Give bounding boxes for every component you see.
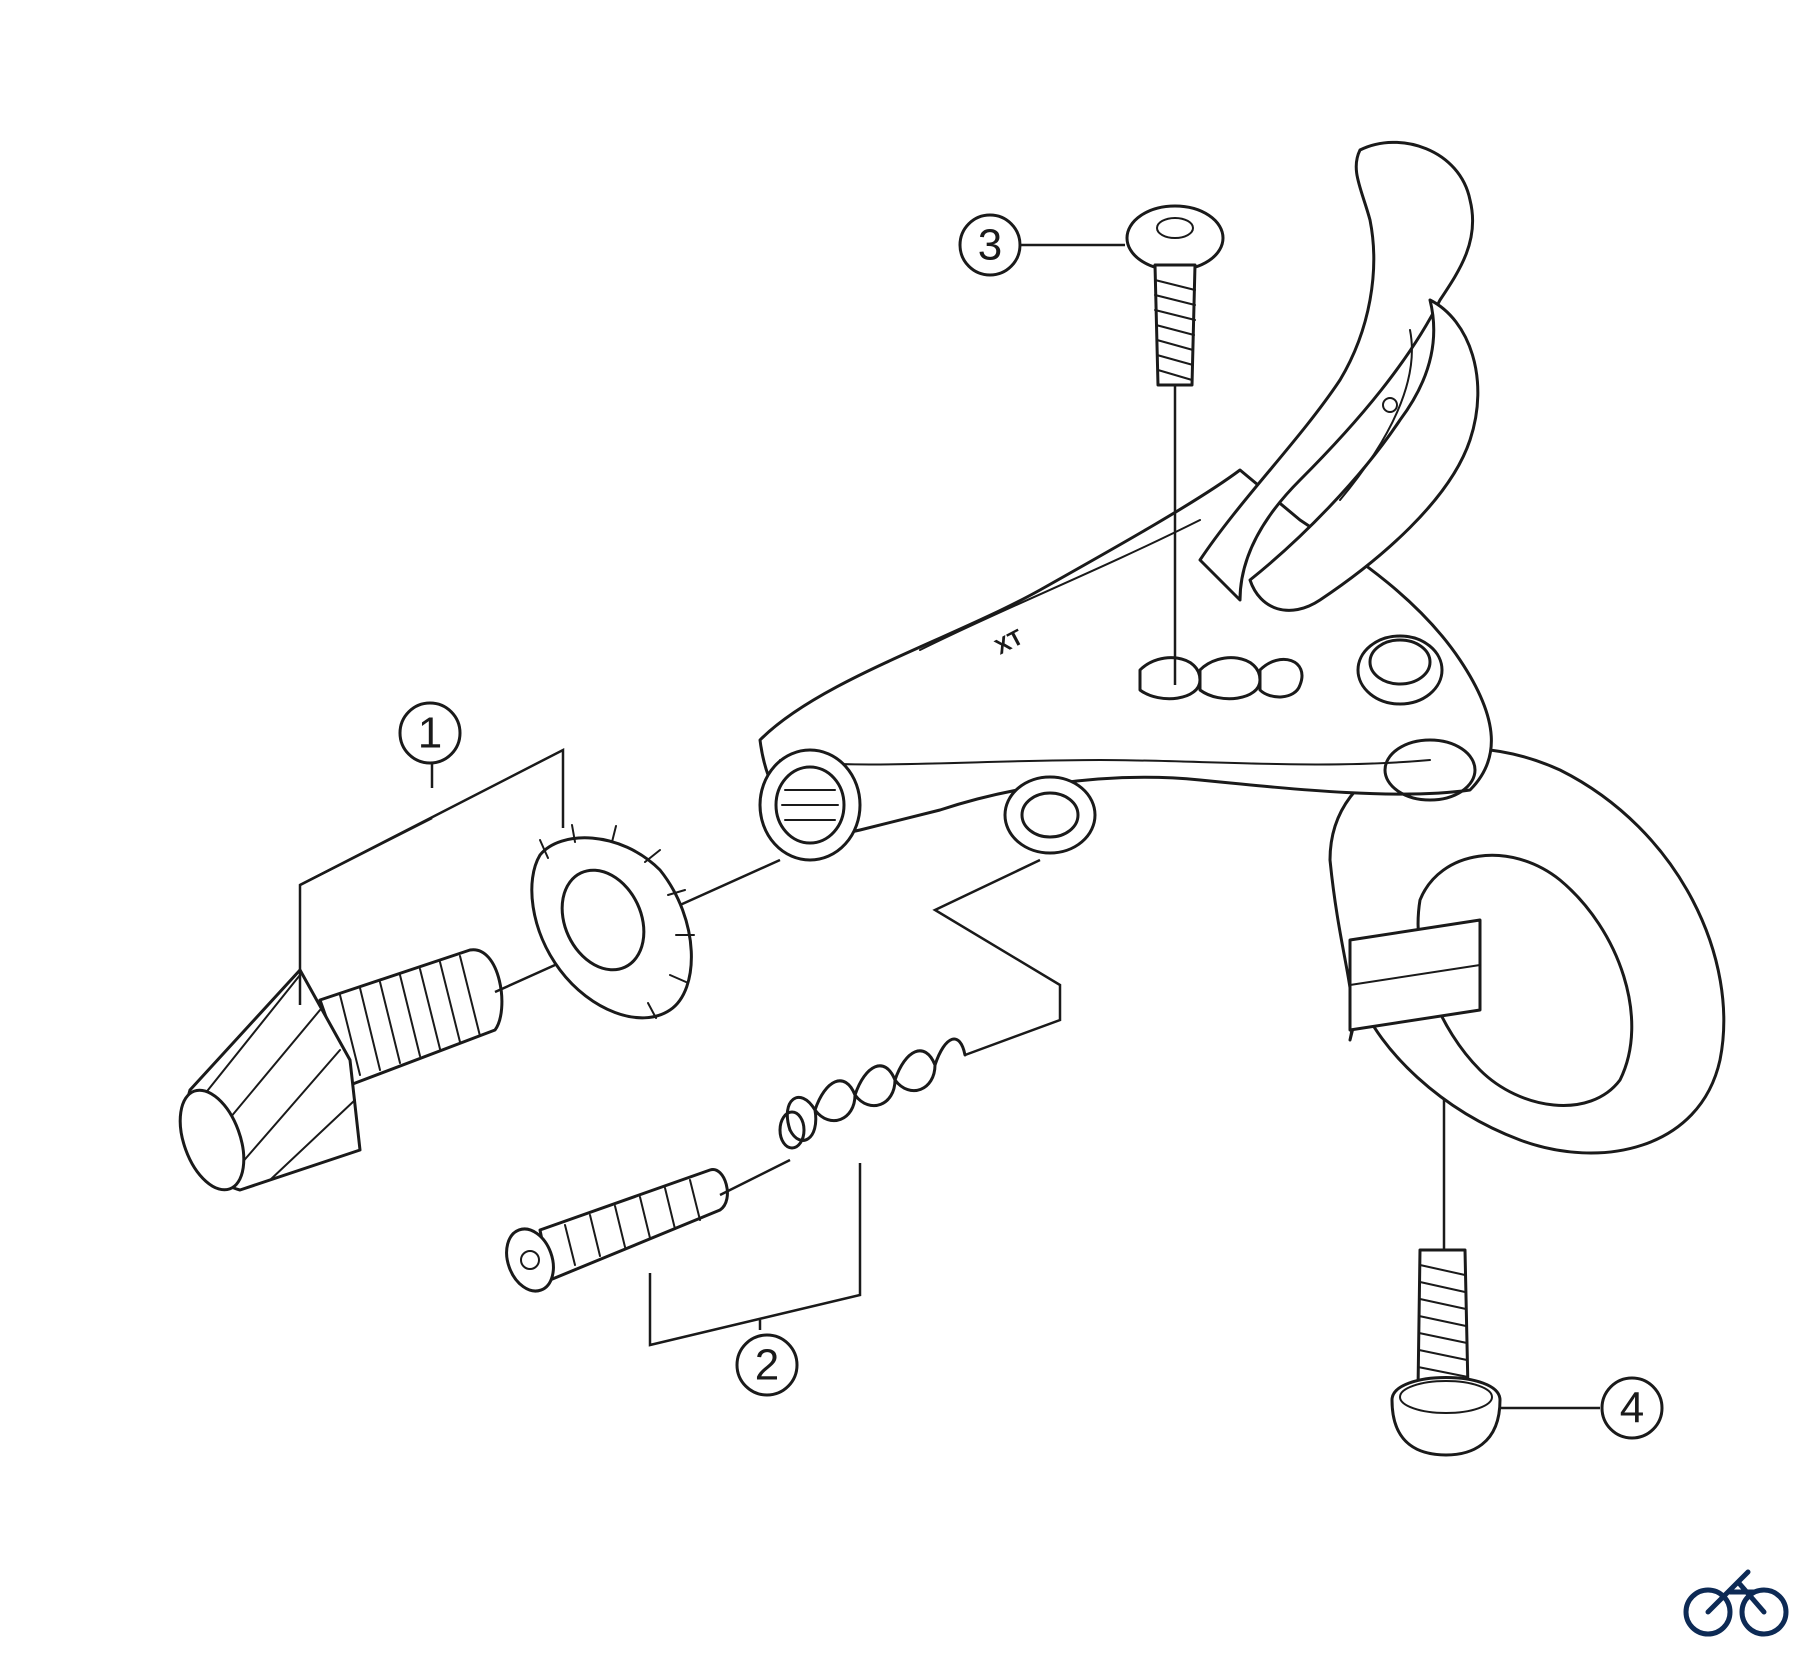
callout-2: 2	[735, 1333, 799, 1397]
lever-blade	[1198, 140, 1480, 612]
leader-lines	[298, 243, 1600, 1410]
part-4-bolt	[1390, 1248, 1502, 1457]
svg-text:2: 2	[755, 1341, 779, 1390]
svg-text:3: 3	[978, 221, 1002, 270]
callout-1: 1	[398, 701, 462, 765]
bicycle-icon	[1683, 1569, 1789, 1637]
part-3-bolt	[1125, 204, 1225, 387]
part-2-spring	[778, 1037, 967, 1150]
part-2-reach-screw	[505, 1168, 729, 1293]
svg-text:4: 4	[1620, 1384, 1644, 1433]
callout-4: 4	[1600, 1376, 1664, 1440]
part-1-locknut	[530, 824, 695, 1020]
part-1-barrel-adjuster	[178, 948, 504, 1192]
svg-text:1: 1	[418, 709, 442, 758]
callout-3: 3	[958, 213, 1022, 277]
